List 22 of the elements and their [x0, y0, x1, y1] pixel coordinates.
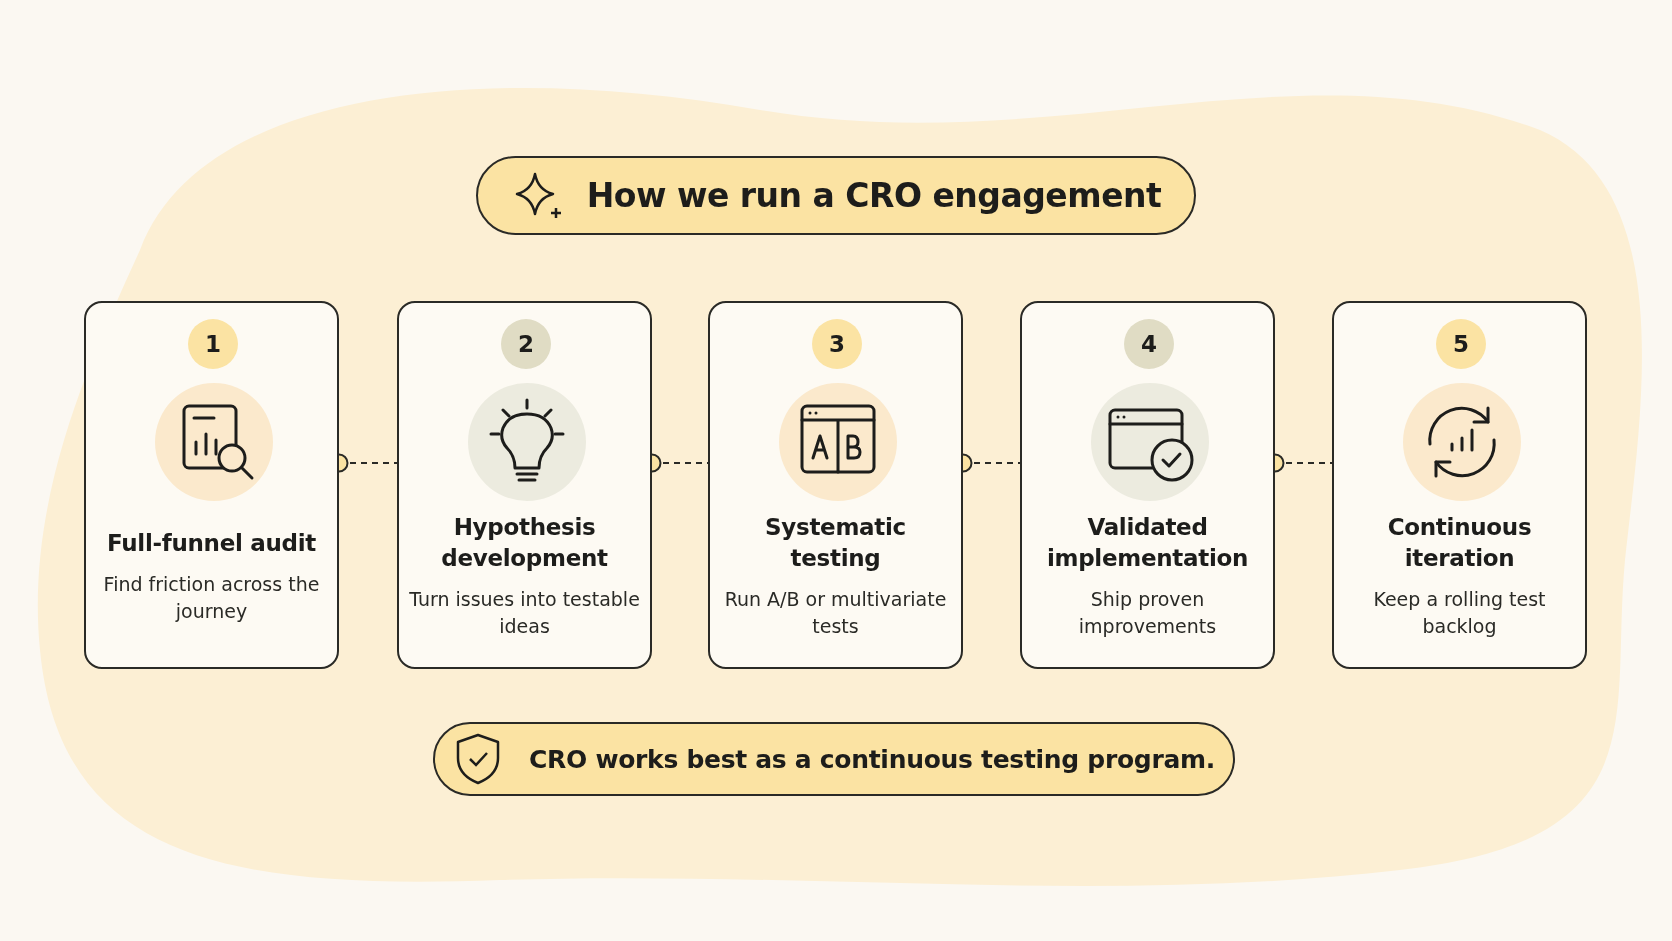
step-number: 2 [501, 319, 551, 369]
step-number: 4 [1124, 319, 1174, 369]
step-heading: Validated implementation [1045, 513, 1250, 573]
step-number: 3 [812, 319, 862, 369]
step-number: 5 [1436, 319, 1486, 369]
step-card [397, 301, 652, 669]
step-heading: Systematic testing [764, 513, 907, 573]
step-card [84, 301, 339, 669]
step-heading: Continuous iteration [1386, 513, 1533, 573]
step-description: Ship proven improvements [1077, 587, 1218, 639]
title: How we run a CRO engagement [586, 176, 1162, 215]
step-description: Turn issues into testable ideas [408, 587, 641, 639]
step-description: Run A/B or multivariate tests [723, 587, 948, 639]
step-description: Keep a rolling test backlog [1372, 587, 1547, 639]
step-number: 1 [188, 319, 238, 369]
step-heading: Hypothesis development [440, 513, 609, 573]
step-card [708, 301, 963, 669]
step-description: Find friction across the journey [102, 571, 321, 624]
step-card [1020, 301, 1275, 669]
caption: CRO works best as a continuous testing program. [529, 744, 1215, 774]
step-heading: Full-funnel audit [107, 528, 316, 558]
step-card [1332, 301, 1587, 669]
